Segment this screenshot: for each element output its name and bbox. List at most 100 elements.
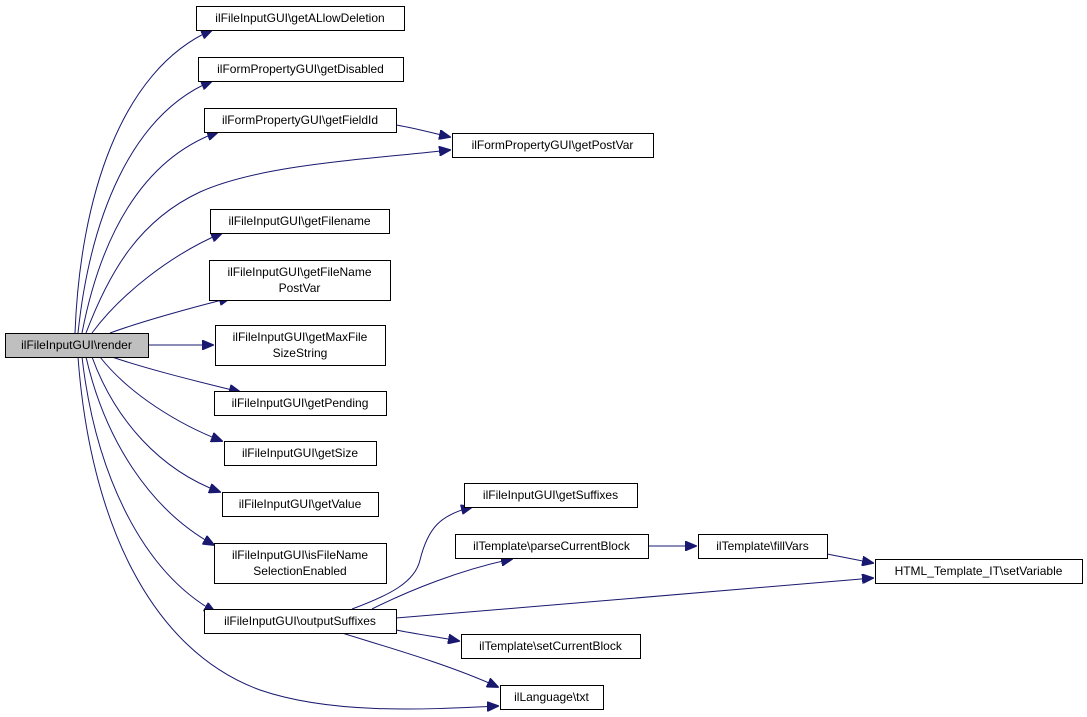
node-label: ilFileInputGUI\getFileName [227,265,371,279]
node-box [461,634,641,659]
edge-render-to-getPostVar [85,150,450,334]
edge-line [74,30,212,334]
node-label: ilFileInputGUI\getFilename [228,214,370,228]
edge-getFieldId-to-getPostVar [395,124,450,137]
edge-line [351,507,472,610]
node-box [698,534,828,559]
node-label: ilFileInputGUI\isFileName [232,548,368,562]
node-label: ilFileInputGUI\render [21,338,132,352]
edge-render-to-txt [77,356,498,709]
node-label: ilFileInputGUI\outputSuffixes [224,614,376,628]
edge-line [77,356,498,709]
edge-line [109,298,230,334]
node-txt[interactable]: ilLanguage\txt [500,685,604,710]
edge-line [81,356,215,612]
edge-line [81,132,218,334]
node-box [224,441,377,466]
node-box [204,609,397,634]
edge-render-to-isFileNameSelectionEnabled [85,356,214,545]
node-box [875,559,1083,584]
node-getFieldId[interactable]: ilFormPropertyGUI\getFieldId [204,108,397,133]
edge-fillVars-to-setVariable [826,553,873,563]
edge-outputSuffixes-to-setCurrentBlock [395,629,459,641]
node-label: ilTemplate\parseCurrentBlock [473,539,631,553]
node-getPostVar[interactable]: ilFormPropertyGUI\getPostVar [452,133,654,158]
node-isFileNameSelectionEnabled[interactable]: ilFileInputGUI\isFileNameSelectionEnable… [214,543,387,584]
node-box [204,108,397,133]
edge-render-to-getFilename [91,233,222,334]
node-box [222,492,379,517]
node-box [500,685,604,710]
node-fillVars[interactable]: ilTemplate\fillVars [698,534,828,559]
nodes-layer: ilFileInputGUI\render ilFileInputGUI\getA… [5,6,1083,710]
edge-line [826,553,873,563]
node-box [5,333,149,358]
node-label: ilTemplate\fillVars [716,539,808,553]
node-label: ilFileInputGUI\getPending [232,396,369,410]
edge-outputSuffixes-to-getSuffixes [351,507,472,610]
edge-line [395,124,450,137]
node-box [464,483,638,508]
node-label: ilFormPropertyGUI\getFieldId [222,113,378,127]
edge-line [99,356,222,441]
edge-line [91,233,222,334]
node-label: ilFileInputGUI\getALlowDeletion [215,11,384,25]
node-label: SelectionEnabled [253,564,346,578]
edge-render-to-getSize [99,356,222,441]
edges-layer [74,30,873,709]
edge-outputSuffixes-to-parseCurrentBlock [371,559,512,610]
node-label: PostVar [279,281,321,295]
node-getValue[interactable]: ilFileInputGUI\getValue [222,492,379,517]
node-label: ilTemplate\setCurrentBlock [479,639,623,653]
node-getDisabled[interactable]: ilFormPropertyGUI\getDisabled [198,57,404,82]
edge-outputSuffixes-to-setVariable [395,578,873,619]
node-box [196,6,405,31]
node-label: ilFileInputGUI\getValue [239,497,362,511]
node-label: ilFormPropertyGUI\getPostVar [472,138,634,152]
node-label: HTML_Template_IT\setVariable [895,564,1063,578]
node-label: ilFileInputGUI\getSuffixes [483,488,618,502]
node-box [209,260,391,301]
node-getPending[interactable]: ilFileInputGUI\getPending [214,391,387,416]
node-label: ilFileInputGUI\getSize [242,446,358,460]
edge-line [77,81,212,334]
edge-line [85,150,450,334]
edge-line [91,356,220,492]
node-box [452,133,654,158]
edge-line [395,629,459,641]
node-box [215,325,386,366]
node-label: ilLanguage\txt [514,690,589,704]
edge-line [341,632,498,687]
edge-render-to-getALlowDeletion [74,30,212,334]
edge-render-to-outputSuffixes [81,356,215,612]
node-getSize[interactable]: ilFileInputGUI\getSize [224,441,377,466]
edge-render-to-getValue [91,356,220,492]
edge-render-to-getDisabled [77,81,212,334]
node-box [198,57,404,82]
edge-render-to-getFieldId [81,132,218,334]
edge-outputSuffixes-to-txt [341,632,498,687]
edge-render-to-getPending [111,356,240,392]
edge-line [111,356,240,392]
node-box [214,543,387,584]
node-getFilename[interactable]: ilFileInputGUI\getFilename [210,209,390,234]
node-getALlowDeletion[interactable]: ilFileInputGUI\getALlowDeletion [196,6,405,31]
node-outputSuffixes[interactable]: ilFileInputGUI\outputSuffixes [204,609,397,634]
node-box [210,209,390,234]
node-box [455,534,649,559]
node-label: SizeString [273,346,328,360]
node-parseCurrentBlock[interactable]: ilTemplate\parseCurrentBlock [455,534,649,559]
node-render[interactable]: ilFileInputGUI\render [5,333,149,358]
node-box [214,391,387,416]
edge-render-to-getFileNamePostVar [109,298,230,334]
node-setCurrentBlock[interactable]: ilTemplate\setCurrentBlock [461,634,641,659]
node-setVariable[interactable]: HTML_Template_IT\setVariable [875,559,1083,584]
edge-line [85,356,214,545]
edge-line [371,559,512,610]
node-label: ilFormPropertyGUI\getDisabled [217,62,384,76]
node-getSuffixes[interactable]: ilFileInputGUI\getSuffixes [464,483,638,508]
edge-line [395,578,873,619]
